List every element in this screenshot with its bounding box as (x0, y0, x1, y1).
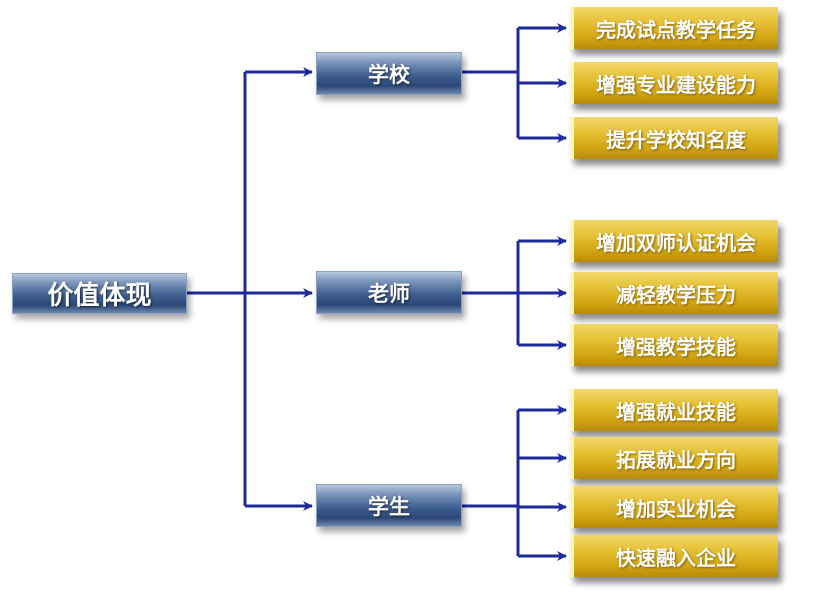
root-label: 价值体现 (47, 281, 152, 311)
leaf-student-2: 拓展就业方向 (570, 437, 778, 479)
leaf-school-1: 完成试点教学任务 (570, 7, 778, 49)
leaf-student-1: 增强就业技能 (570, 389, 778, 431)
leaf-label: 增加双师认证机会 (596, 230, 756, 255)
leaf-teacher-1: 增加双师认证机会 (570, 220, 778, 262)
leaf-teacher-3: 增强教学技能 (570, 324, 778, 366)
leaf-student-4: 快速融入企业 (570, 535, 778, 577)
leaf-label: 减轻教学压力 (616, 282, 736, 307)
leaf-label: 拓展就业方向 (616, 447, 736, 472)
branch-teacher-label: 老师 (368, 281, 410, 306)
leaf-label: 快速融入企业 (616, 545, 736, 570)
leaf-label: 增强专业建设能力 (596, 72, 756, 97)
leaf-label: 增强就业技能 (616, 399, 736, 424)
leaf-teacher-2: 减轻教学压力 (570, 272, 778, 314)
leaf-school-2: 增强专业建设能力 (570, 62, 778, 104)
leaf-student-3: 增加实业机会 (570, 486, 778, 528)
root-node: 价值体现 (12, 273, 187, 314)
leaf-label: 增强教学技能 (616, 334, 736, 359)
leaf-label: 提升学校知名度 (606, 127, 746, 152)
leaf-label: 增加实业机会 (616, 496, 736, 521)
branch-teacher: 老师 (316, 271, 462, 314)
branch-student: 学生 (316, 484, 462, 527)
branch-school: 学校 (316, 52, 462, 95)
branch-student-label: 学生 (368, 494, 410, 519)
leaf-label: 完成试点教学任务 (596, 17, 756, 42)
leaf-school-3: 提升学校知名度 (570, 117, 778, 159)
branch-school-label: 学校 (368, 62, 410, 87)
